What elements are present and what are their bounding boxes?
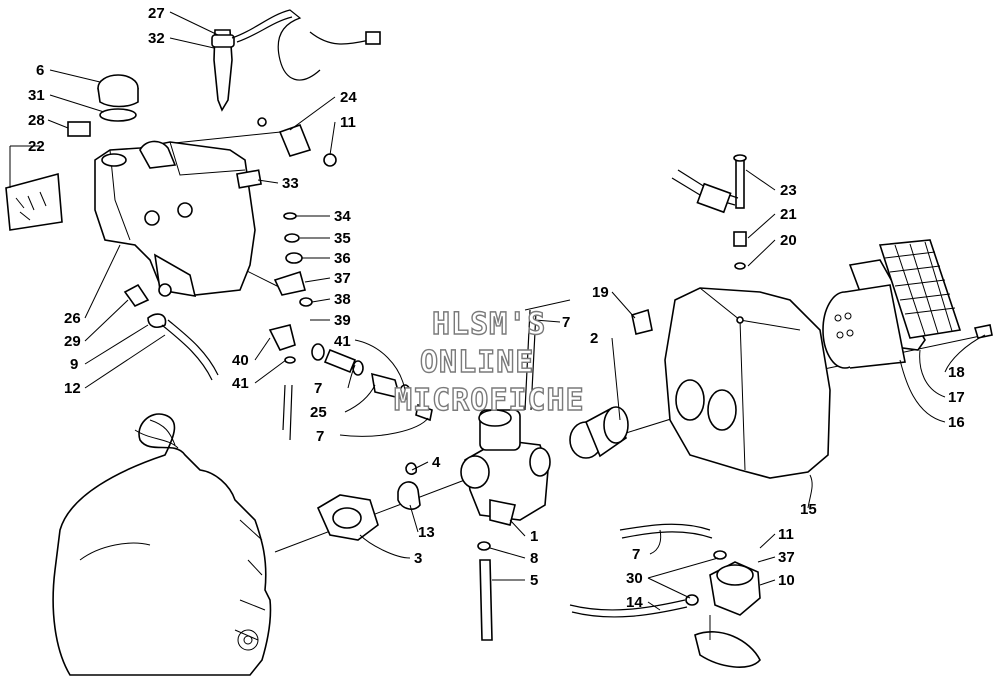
callout-label: 29 <box>64 333 81 350</box>
callout-label: 2 <box>590 330 598 347</box>
callout-label: 35 <box>334 230 351 247</box>
callout-label: 11 <box>778 526 794 543</box>
drain-tube <box>479 559 493 641</box>
callout-label: 19 <box>592 284 609 301</box>
carburetor <box>460 299 571 526</box>
fuel-pump <box>694 561 761 668</box>
callout-label: 41 <box>334 333 351 350</box>
callout-label: 9 <box>70 356 78 373</box>
hose-clamp <box>147 313 167 328</box>
inline-filter <box>311 343 433 422</box>
grommet-19 <box>631 308 653 335</box>
callout-label: 16 <box>948 414 965 431</box>
callout-label: 7 <box>316 428 324 445</box>
callout-label: 34 <box>334 208 351 225</box>
callout-label: 20 <box>780 232 797 249</box>
fuel-tank <box>94 141 256 297</box>
callout-label: 18 <box>948 364 965 381</box>
fuel-cap <box>97 74 139 122</box>
callout-label: 30 <box>626 570 643 587</box>
callout-label: 37 <box>334 270 351 287</box>
airbox <box>664 287 831 479</box>
callout-label: 36 <box>334 250 351 267</box>
screw-18 <box>973 324 993 339</box>
callout-label: 25 <box>310 404 327 421</box>
airbox-coupler <box>569 406 629 459</box>
callout-label: 5 <box>530 572 538 589</box>
tank-clip <box>139 140 177 169</box>
callout-label: 33 <box>282 175 299 192</box>
clamp-30 <box>713 550 727 560</box>
callout-label: 22 <box>28 138 45 155</box>
callout-label: 11 <box>340 114 356 131</box>
callout-label: 7 <box>562 314 570 331</box>
fuel-sender <box>211 9 381 112</box>
callout-label: 10 <box>778 572 795 589</box>
pulse-hose <box>619 523 713 539</box>
callout-label: 38 <box>334 291 351 308</box>
mesh-screen <box>878 239 962 339</box>
callout-labels: 27 32 6 31 28 22 24 11 33 34 35 36 37 38… <box>28 5 965 611</box>
callout-label: 27 <box>148 5 165 22</box>
sender-bracket <box>236 169 262 189</box>
callout-label: 23 <box>780 182 797 199</box>
watermark: HLSM'S ONLINE MICROFICHE <box>393 306 585 418</box>
callout-label: 24 <box>340 89 357 106</box>
leader-lines <box>9 11 986 611</box>
watermark-line-1: HLSM'S <box>432 307 546 342</box>
callout-label: 8 <box>530 550 538 567</box>
watermark-line-3: MICROFICHE <box>394 383 585 418</box>
callout-label: 15 <box>800 501 817 518</box>
engine-block <box>52 413 272 676</box>
callout-label: 32 <box>148 30 165 47</box>
callout-label: 3 <box>414 550 422 567</box>
callout-label: 17 <box>948 389 965 406</box>
valve-hardware <box>268 212 330 441</box>
tank-fitting <box>123 283 150 308</box>
callout-label: 21 <box>780 206 797 223</box>
callout-label: 7 <box>314 380 322 397</box>
hose-clamp-13 <box>397 481 421 510</box>
callout-label: 14 <box>626 594 643 611</box>
callout-label: 37 <box>778 549 795 566</box>
callout-label: 31 <box>28 87 45 104</box>
callout-label: 13 <box>418 524 435 541</box>
callout-label: 4 <box>432 454 441 471</box>
callout-label: 6 <box>36 62 44 79</box>
callout-label: 28 <box>28 112 45 129</box>
nut-4 <box>405 462 418 475</box>
callout-label: 39 <box>334 312 351 329</box>
callout-label: 12 <box>64 380 81 397</box>
callout-label: 26 <box>64 310 81 327</box>
fuel-hose <box>161 319 219 381</box>
decal-small <box>67 121 91 137</box>
connector-harness <box>671 169 739 214</box>
airbox-hardware <box>733 154 747 270</box>
callout-label: 1 <box>530 528 538 545</box>
outlet-hose <box>569 599 688 618</box>
watermark-line-2: ONLINE <box>420 345 534 380</box>
callout-label: 40 <box>232 352 249 369</box>
intake-flange <box>316 494 379 541</box>
callout-label: 7 <box>632 546 640 563</box>
callout-label: 41 <box>232 375 249 392</box>
gasket-ring <box>477 541 491 551</box>
warning-label <box>5 172 63 231</box>
